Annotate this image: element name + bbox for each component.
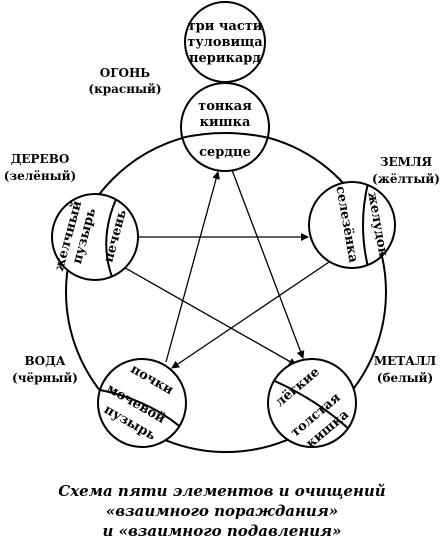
caption-line-1: Схема пяти элементов и очищений bbox=[58, 482, 386, 500]
fire-organ-top-2: кишка bbox=[200, 115, 251, 130]
water-color: (чёрный) bbox=[12, 371, 78, 385]
wood-color: (зелёный) bbox=[4, 169, 76, 183]
metal-divider bbox=[268, 377, 351, 431]
pericardium-line-1: три части bbox=[188, 19, 263, 34]
caption: Схема пяти элементов и очищений «взаимно… bbox=[58, 482, 386, 540]
metal-circle bbox=[267, 358, 357, 448]
fire-name: ОГОНЬ bbox=[100, 66, 151, 80]
arrow-water-to-fire bbox=[165, 171, 221, 363]
earth-color: (жёлтый) bbox=[372, 172, 440, 186]
arrow-fire-to-metal bbox=[231, 169, 305, 359]
caption-line-3: и «взаимного подавления» bbox=[102, 522, 341, 540]
caption-line-2: «взаимного пораждания» bbox=[106, 502, 338, 520]
arrow-earth-to-water bbox=[171, 257, 336, 369]
metal-node: лёгкие толстая кишка bbox=[267, 358, 357, 451]
pericardium-line-2: туловища bbox=[187, 35, 263, 50]
water-node: почки мочевой пузырь bbox=[97, 358, 187, 448]
wood-circle bbox=[51, 193, 139, 281]
wood-divider bbox=[105, 194, 119, 278]
wood-name: ДЕРЕВО bbox=[11, 152, 70, 166]
fire-organ-bottom: сердце bbox=[199, 145, 251, 160]
pericardium-line-3: перикард bbox=[189, 51, 261, 66]
water-name: ВОДА bbox=[24, 354, 65, 368]
earth-divider bbox=[362, 182, 369, 268]
metal-color: (белый) bbox=[377, 371, 433, 385]
arrow-wood-to-metal bbox=[119, 264, 297, 366]
metal-name: МЕТАЛЛ bbox=[374, 354, 437, 368]
wood-node: желчный пузырь печень bbox=[51, 193, 139, 281]
controlling-arrows bbox=[119, 169, 336, 369]
pericardium-circle bbox=[184, 1, 266, 83]
earth-circle bbox=[308, 181, 396, 269]
earth-node: селезёнка желудок bbox=[308, 181, 396, 269]
fire-circle bbox=[180, 82, 270, 172]
earth-name: ЗЕМЛЯ bbox=[380, 155, 433, 169]
fire-color: (красный) bbox=[88, 82, 161, 96]
fire-node: тонкая кишка сердце bbox=[180, 82, 270, 172]
pericardium-node: три части туловища перикард bbox=[184, 1, 266, 86]
fire-divider bbox=[181, 132, 269, 139]
fire-organ-top-1: тонкая bbox=[198, 99, 252, 114]
water-divider bbox=[99, 389, 185, 431]
